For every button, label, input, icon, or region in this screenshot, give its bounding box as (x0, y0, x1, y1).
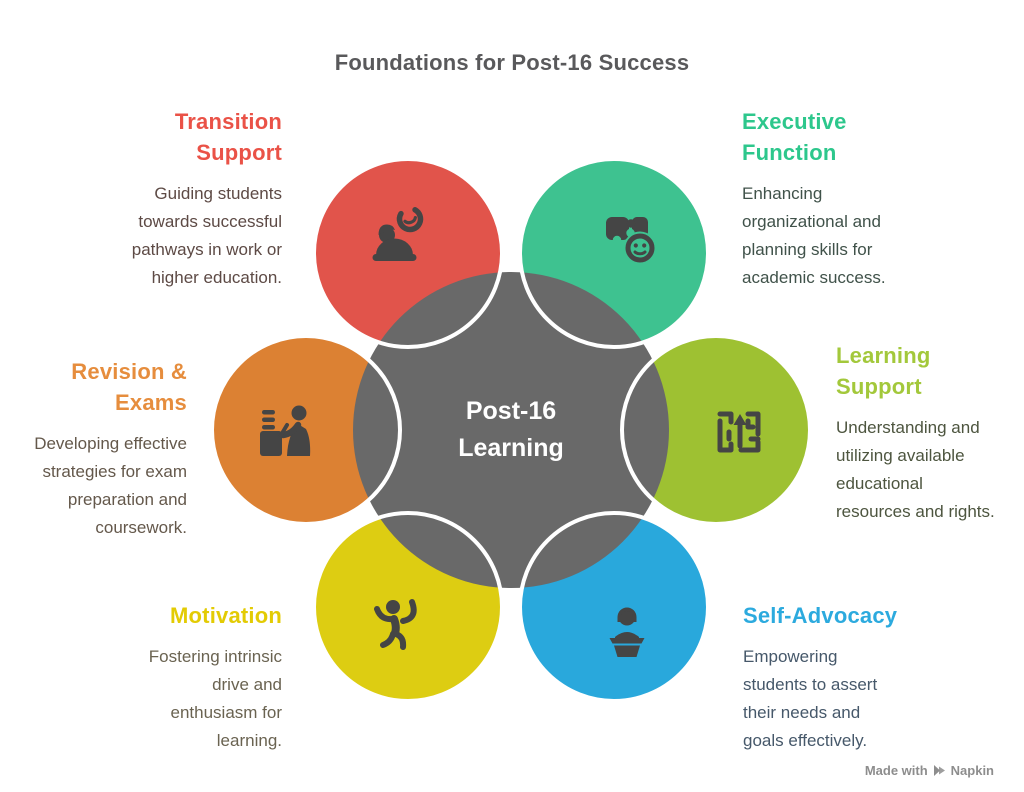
section-learning-support: Learning Support Understanding and utili… (836, 340, 1001, 526)
puzzle-smiley-icon (606, 217, 657, 265)
section-description: Enhancing organizational and planning sk… (742, 184, 886, 288)
watermark: Made with Napkin (865, 763, 994, 778)
center-label-line1: Post-16 (465, 396, 557, 425)
maze-arrow-icon (717, 411, 761, 453)
petal-outlines (210, 157, 812, 703)
section-description: Fostering intrinsic drive and enthusiasm… (148, 647, 282, 750)
center-label: Post-16 Learning (353, 272, 669, 588)
section-description: Empowering students to assert their need… (743, 647, 878, 750)
section-heading: Learning Support (836, 343, 931, 400)
section-motivation: Motivation Fostering intrinsic drive and… (132, 600, 282, 755)
center-label-line2: Learning (458, 434, 564, 462)
section-heading: Self-Advocacy (743, 603, 898, 628)
section-description: Guiding students towards successful path… (131, 184, 282, 288)
center-circle (353, 272, 669, 588)
section-transition-support: Transition Support Guiding students towa… (117, 106, 282, 292)
section-revision-exams: Revision & Exams Developing effective st… (7, 356, 187, 542)
watermark-brand: Napkin (950, 763, 994, 778)
exam-desk-icon (260, 405, 311, 456)
section-description: Developing effective strategies for exam… (34, 434, 187, 538)
section-heading: Revision & Exams (71, 359, 187, 416)
napkin-logo-icon (933, 765, 946, 776)
section-self-advocacy: Self-Advocacy Empowering students to ass… (743, 600, 903, 755)
watermark-prefix: Made with (864, 763, 928, 778)
section-executive-function: Executive Function Enhancing organizatio… (742, 106, 907, 292)
section-heading: Motivation (170, 603, 282, 628)
section-heading: Transition Support (174, 109, 282, 166)
podium-speaker-icon (609, 607, 645, 657)
jumping-person-icon (374, 599, 417, 650)
page-title: Foundations for Post-16 Success (334, 50, 690, 75)
circle-learning-support (622, 336, 810, 524)
section-description: Understanding and utilizing available ed… (836, 418, 995, 522)
section-heading: Executive Function (742, 109, 847, 166)
concierge-bell-person-icon (372, 205, 424, 261)
